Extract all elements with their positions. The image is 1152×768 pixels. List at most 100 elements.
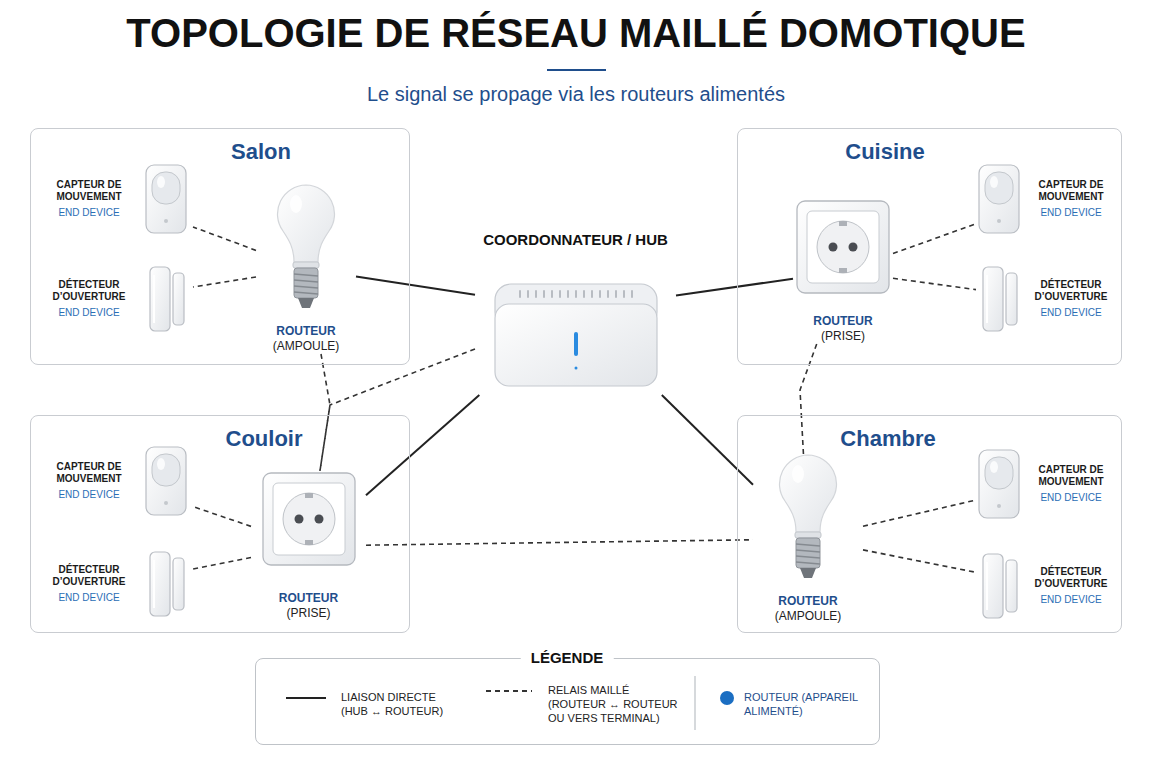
router-text: ROUTEUR(PRISE) xyxy=(251,591,366,621)
legend-text: ROUTEUR (APPAREIL ALIMENTÉ) xyxy=(744,691,874,719)
device-role: END DEVICE xyxy=(1028,307,1114,320)
icon-shape xyxy=(1006,560,1017,612)
icon-shape xyxy=(997,504,1001,508)
icon-shape xyxy=(986,275,988,323)
icon-shape xyxy=(800,568,816,578)
mesh-relay-link xyxy=(893,224,976,254)
room-heading-wrap: Salon xyxy=(231,139,291,165)
mesh-relay-link xyxy=(893,278,976,289)
router-kind: (PRISE) xyxy=(251,606,366,621)
icon-shape xyxy=(986,562,988,610)
end-device: DÉTECTEUR D’OUVERTUREEND DEVICE xyxy=(43,544,193,624)
icon-shape xyxy=(294,286,318,288)
icon-shape xyxy=(599,291,601,297)
router-text: ROUTEUR(PRISE) xyxy=(793,314,893,344)
device-label: CAPTEUR DE MOUVEMENT xyxy=(43,461,135,486)
icon-shape xyxy=(1006,273,1017,325)
bulb-icon xyxy=(274,184,338,312)
icon-shape xyxy=(792,465,804,483)
device-role: END DEVICE xyxy=(43,307,135,320)
hub-label: COORDONNATEUR / HUB xyxy=(475,231,676,249)
router-label: ROUTEUR xyxy=(251,591,366,606)
icon-shape xyxy=(157,176,165,188)
device-label: DÉTECTEUR D’OUVERTURE xyxy=(1028,279,1114,304)
title: TOPOLOGIE DE RÉSEAU MAILLÉ DOMOTIQUE xyxy=(126,10,1025,56)
router-text: ROUTEUR(AMPOULE) xyxy=(256,324,356,354)
device-text: DÉTECTEUR D’OUVERTUREEND DEVICE xyxy=(43,564,135,605)
room-heading: Couloir xyxy=(226,426,303,452)
door-icon xyxy=(976,263,1022,335)
icon-shape xyxy=(152,172,180,204)
icon-shape xyxy=(495,304,657,386)
mesh-relay-link xyxy=(193,507,251,527)
icon-shape xyxy=(631,291,633,297)
end-device: DÉTECTEUR D’OUVERTUREEND DEVICE xyxy=(43,259,193,339)
device-role: END DEVICE xyxy=(43,489,135,502)
mesh-relay-link xyxy=(320,349,475,471)
icon-shape xyxy=(567,291,569,297)
motion-icon xyxy=(143,445,189,517)
legend-entry: LIAISON DIRECTE (HUB ↔ ROUTEUR) xyxy=(286,659,461,744)
router-device: ROUTEUR(AMPOULE) xyxy=(753,454,863,624)
router-device: ROUTEUR(PRISE) xyxy=(793,199,893,344)
door-icon xyxy=(143,548,189,620)
legend-sample xyxy=(718,689,736,707)
legend-entry: ROUTEUR (APPAREIL ALIMENTÉ) xyxy=(718,659,874,744)
room-heading-wrap: Cuisine xyxy=(845,139,924,165)
icon-shape xyxy=(273,483,345,555)
room-box: CouloirCAPTEUR DE MOUVEMENTEND DEVICEDÉT… xyxy=(30,415,410,633)
icon-shape xyxy=(796,544,820,546)
room-box: SalonCAPTEUR DE MOUVEMENTEND DEVICE DÉTEC… xyxy=(30,128,410,365)
router-kind: (AMPOULE) xyxy=(256,339,356,354)
icon-shape xyxy=(305,540,313,545)
icon-shape xyxy=(839,221,847,226)
subtitle: Le signal se propage via les routeurs al… xyxy=(367,82,785,106)
direct-link xyxy=(676,279,793,296)
end-device: CAPTEUR DE MOUVEMENTEND DEVICE xyxy=(43,159,193,239)
room-heading: Cuisine xyxy=(845,139,924,165)
icon-shape xyxy=(263,473,355,565)
router-label: ROUTEUR xyxy=(793,314,893,329)
icon-shape xyxy=(623,291,625,297)
icon-shape xyxy=(583,291,585,297)
mesh-relay-link xyxy=(863,550,976,572)
router-device: ROUTEUR(PRISE) xyxy=(251,471,366,621)
device-text: DÉTECTEUR D’OUVERTUREEND DEVICE xyxy=(43,279,135,320)
icon-shape xyxy=(574,332,578,356)
mesh-relay-link xyxy=(193,557,251,569)
icon-shape xyxy=(607,291,609,297)
legend-separator xyxy=(694,676,696,730)
icon-shape xyxy=(574,367,577,370)
icon-shape xyxy=(849,243,858,252)
device-label: DÉTECTEUR D’OUVERTURE xyxy=(1028,566,1114,591)
icon-shape xyxy=(153,560,155,608)
socket-icon xyxy=(261,471,357,567)
icon-shape xyxy=(615,291,617,297)
icon-shape xyxy=(990,461,998,473)
mesh-relay-link xyxy=(863,500,976,526)
icon-shape xyxy=(294,515,303,524)
end-device: CAPTEUR DE MOUVEMENTEND DEVICE xyxy=(976,159,1114,239)
direct-link xyxy=(366,395,479,495)
icon-shape xyxy=(153,275,155,323)
socket-icon xyxy=(795,199,891,295)
door-icon xyxy=(976,550,1022,622)
device-role: END DEVICE xyxy=(43,592,135,605)
router-kind: (PRISE) xyxy=(793,329,893,344)
room-heading: Salon xyxy=(231,139,291,165)
icon-shape xyxy=(985,172,1013,204)
direct-link xyxy=(356,277,475,295)
legend-entry: RELAIS MAILLÉ (ROUTEUR ↔ ROUTEUR OU VERS… xyxy=(486,659,686,744)
motion-icon xyxy=(976,163,1022,235)
icon-shape xyxy=(150,267,170,331)
label-wrap: LÉGENDE xyxy=(521,649,614,667)
room-heading-wrap: Couloir xyxy=(226,426,303,452)
icon-shape xyxy=(985,457,1013,489)
device-role: END DEVICE xyxy=(1028,594,1114,607)
icon-shape xyxy=(173,273,184,325)
title-wrap: TOPOLOGIE DE RÉSEAU MAILLÉ DOMOTIQUE xyxy=(0,10,1152,56)
room-heading-wrap: Chambre xyxy=(840,426,935,452)
legend-title: LÉGENDE xyxy=(531,649,604,667)
icon-shape xyxy=(839,268,847,273)
icon-shape xyxy=(146,165,186,233)
